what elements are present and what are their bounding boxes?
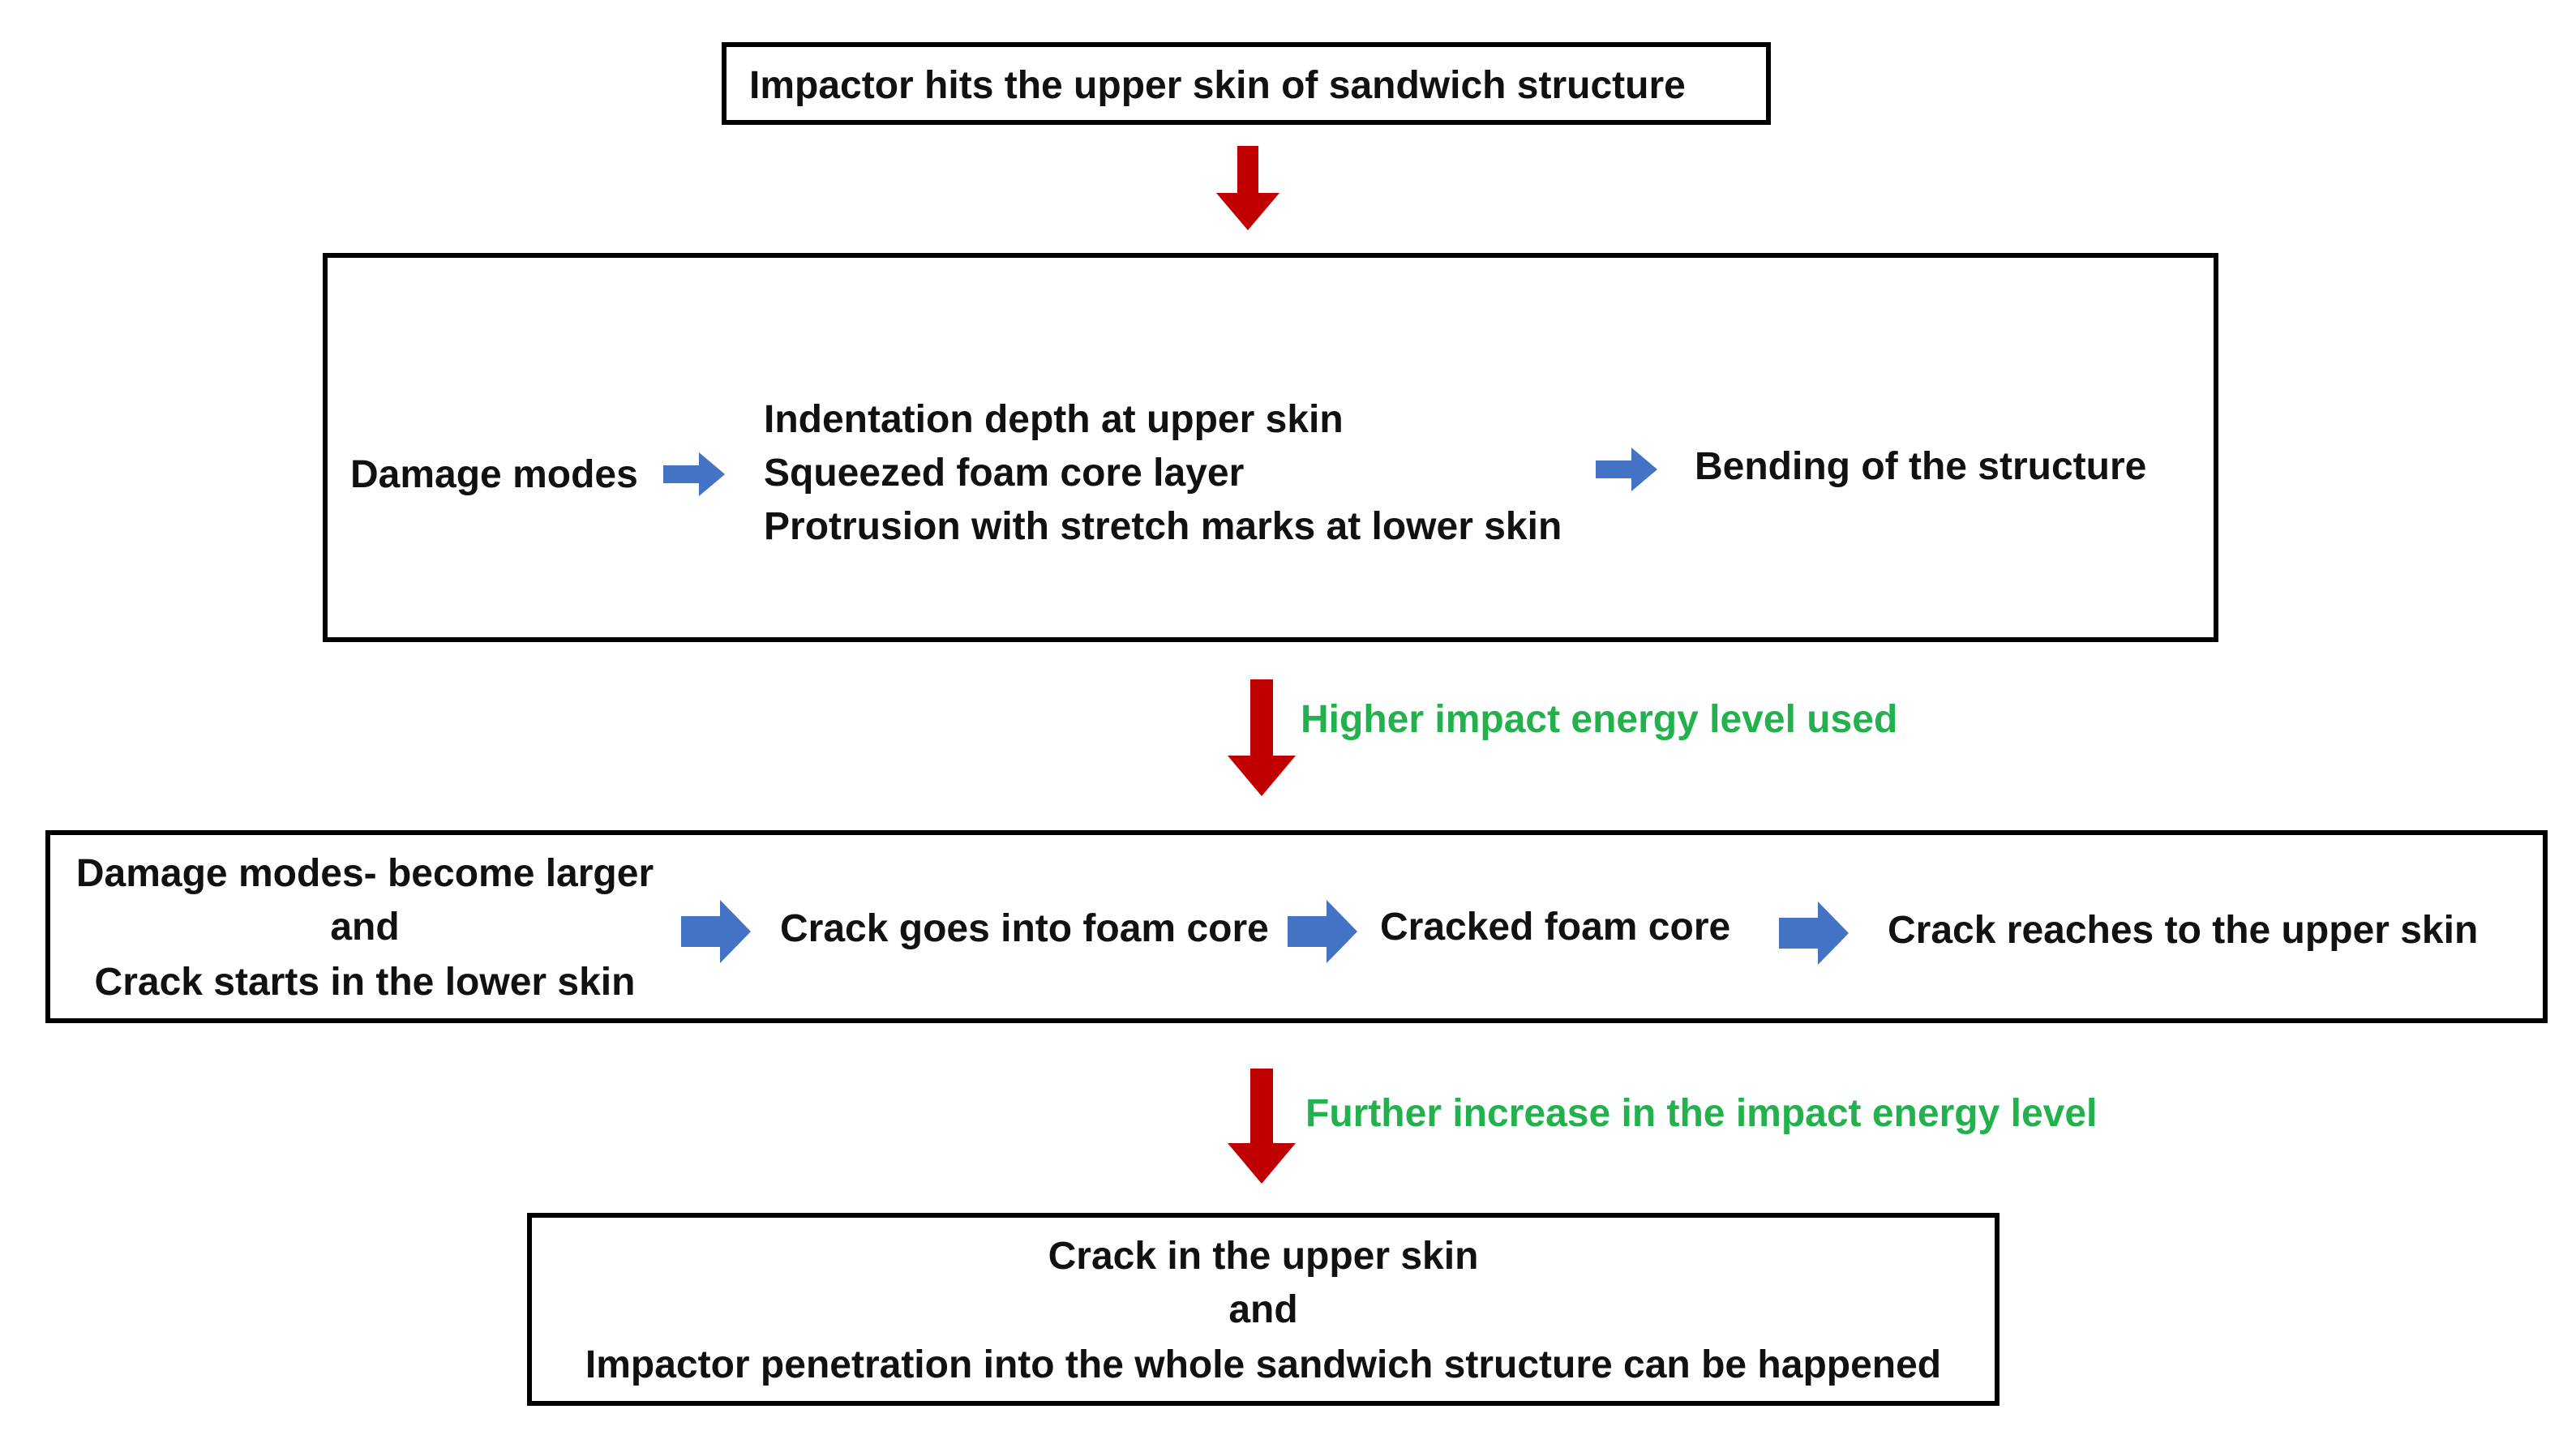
bending-result: Bending of the structure — [1695, 445, 2147, 488]
right-arrow-icon — [1596, 448, 1657, 491]
damage-mode-item: Protrusion with stretch marks at lower s… — [764, 505, 1562, 548]
step4-line1: Crack in the upper skin — [1048, 1235, 1479, 1278]
down-arrow-icon — [1228, 1069, 1296, 1184]
step3-line1: Damage modes- become larger — [75, 852, 654, 895]
damage-mode-item: Squeezed foam core layer — [764, 452, 1245, 495]
step2-box: Damage modes Indentation depth at upper … — [323, 253, 2218, 642]
step4-line2: and — [1228, 1288, 1298, 1331]
right-arrow-icon — [681, 900, 751, 963]
damage-mode-item: Indentation depth at upper skin — [764, 398, 1344, 441]
energy-note: Further increase in the impact energy le… — [1305, 1092, 2098, 1135]
step4-line3: Impactor penetration into the whole sand… — [585, 1343, 1942, 1386]
stage-crack-into-core: Crack goes into foam core — [780, 907, 1269, 950]
step4-box: Crack in the upper skin and Impactor pen… — [527, 1213, 2000, 1406]
right-arrow-icon — [1779, 902, 1849, 965]
step1-box: Impactor hits the upper skin of sandwich… — [722, 42, 1771, 125]
stage-crack-upper-skin: Crack reaches to the upper skin — [1888, 909, 2479, 952]
down-arrow-icon — [1216, 146, 1279, 230]
stage-cracked-core: Cracked foam core — [1380, 906, 1731, 949]
energy-note: Higher impact energy level used — [1301, 698, 1898, 741]
right-arrow-icon — [663, 452, 725, 496]
step3-line2: and — [330, 906, 400, 949]
step3-box: Damage modes- become larger and Crack st… — [45, 830, 2548, 1023]
step3-line3: Crack starts in the lower skin — [94, 961, 636, 1004]
right-arrow-icon — [1288, 900, 1357, 963]
down-arrow-icon — [1228, 679, 1296, 796]
step1-text: Impactor hits the upper skin of sandwich… — [749, 64, 1686, 107]
damage-modes-label: Damage modes — [350, 453, 638, 496]
